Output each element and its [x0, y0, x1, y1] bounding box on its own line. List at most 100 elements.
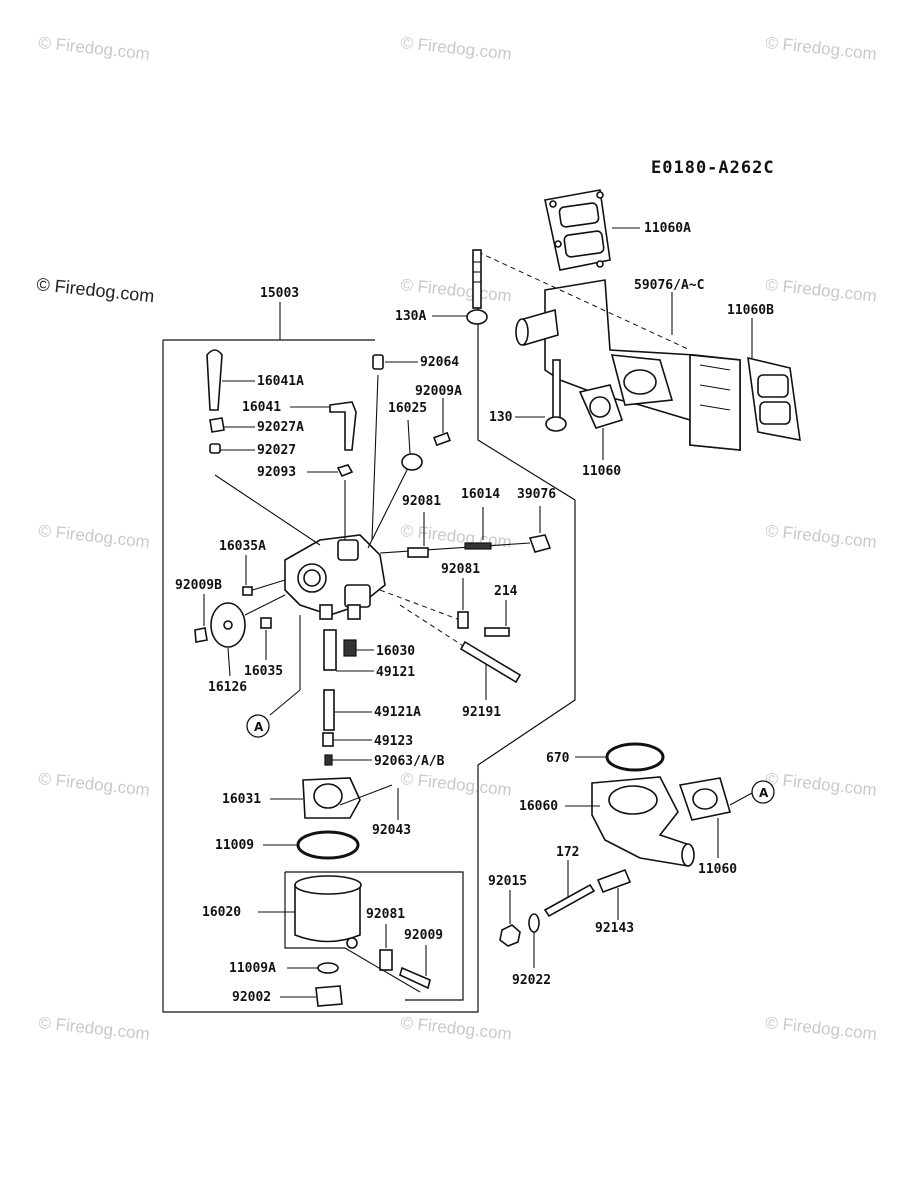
assembly-line	[367, 459, 413, 549]
carburetor-boss	[337, 539, 359, 561]
label-49123: 49123	[374, 734, 413, 749]
nut-92015	[499, 924, 521, 947]
label-16041: 16041	[242, 400, 281, 415]
washer-11009a	[317, 962, 339, 974]
callout-a-label: A	[759, 786, 769, 800]
carburetor-boss	[344, 584, 371, 608]
watermark: © Firedog.com	[36, 274, 156, 306]
screw-16014	[464, 542, 492, 550]
tube-49121a	[323, 689, 335, 731]
screw-16035	[260, 617, 272, 629]
gasket-hole	[549, 200, 557, 208]
bolt-130	[552, 359, 561, 421]
spacer-92143	[596, 868, 632, 894]
label-92027a: 92027A	[257, 420, 304, 435]
pipe-port	[608, 785, 658, 815]
watermark: © Firedog.com	[765, 1013, 878, 1044]
label-11060: 11060	[698, 862, 737, 877]
bolt-130a	[472, 249, 482, 309]
gasket-hole	[596, 260, 604, 268]
watermark: © Firedog.com	[400, 1013, 513, 1044]
assembly-line	[244, 594, 286, 616]
assembly-line	[379, 589, 461, 621]
gasket-port	[558, 202, 600, 228]
watermark: © Firedog.com	[400, 769, 513, 800]
label-92002: 92002	[232, 990, 271, 1005]
label-92027: 92027	[257, 443, 296, 458]
gasket-port	[563, 230, 605, 258]
label-11060b: 11060B	[727, 303, 774, 318]
label-16060: 16060	[519, 799, 558, 814]
label-39076: 39076	[517, 487, 556, 502]
diagram-code: E0180-A262C	[651, 158, 775, 178]
bowl-rim	[294, 875, 362, 895]
label-92081: 92081	[402, 494, 441, 509]
boot-92027a	[209, 417, 225, 433]
gasket-hole	[554, 240, 562, 248]
label-92063: 92063/A/B	[374, 754, 445, 769]
intake-pipe-group	[499, 742, 753, 968]
label-92093: 92093	[257, 465, 296, 480]
watermark: © Firedog.com	[400, 33, 513, 64]
label-16014: 16014	[461, 487, 500, 502]
float-bowl-box	[284, 871, 464, 1001]
label-16025: 16025	[388, 401, 427, 416]
watermark: © Firedog.com	[765, 33, 878, 64]
watermark: © Firedog.com	[765, 521, 878, 552]
nut-92093	[336, 464, 354, 478]
gasket-port	[692, 788, 718, 810]
label-11060: 11060	[582, 464, 621, 479]
assembly-line	[477, 251, 691, 351]
label-214: 214	[494, 584, 518, 599]
watermark: © Firedog.com	[400, 521, 513, 552]
assembly-line	[399, 604, 509, 676]
float-detail	[313, 783, 343, 809]
carburetor-boss	[319, 604, 333, 620]
plug-92064	[372, 354, 384, 370]
gasket-11060b	[747, 356, 801, 441]
label-92009b: 92009B	[175, 578, 222, 593]
label-130a: 130A	[395, 309, 426, 324]
label-16035a: 16035A	[219, 539, 266, 554]
stud-172	[543, 883, 596, 918]
label-92022: 92022	[512, 973, 551, 988]
label-92143: 92143	[595, 921, 634, 936]
assembly-line	[729, 792, 753, 806]
label-49121: 49121	[376, 665, 415, 680]
oring-11009	[296, 830, 360, 860]
insulator-port	[623, 369, 657, 395]
label-59076: 59076/A~C	[634, 278, 704, 293]
spring-92081	[457, 611, 469, 629]
callout-a-label: A	[254, 720, 264, 734]
label-16035: 16035	[244, 664, 283, 679]
float-parts	[258, 777, 431, 1007]
assembly-line	[379, 542, 531, 554]
bolt-head	[466, 309, 488, 325]
tube-49121	[323, 629, 337, 671]
label-16041a: 16041A	[257, 374, 304, 389]
screw-16035a	[242, 586, 253, 596]
label-16031: 16031	[222, 792, 261, 807]
gasket-hole	[596, 191, 604, 199]
washer-92022	[528, 913, 540, 933]
part-49123	[322, 732, 334, 747]
watermark: © Firedog.com	[765, 769, 878, 800]
label-670: 670	[546, 751, 570, 766]
watermark: © Firedog.com	[38, 521, 151, 552]
label-11009: 11009	[215, 838, 254, 853]
label-16030: 16030	[376, 644, 415, 659]
jet-16030	[343, 639, 357, 657]
linkage-parts	[194, 349, 552, 766]
screw-92009a	[433, 431, 451, 447]
bowl-screw-boss	[346, 937, 358, 949]
label-172: 172	[556, 845, 579, 860]
label-92191: 92191	[462, 705, 501, 720]
label-92081: 92081	[441, 562, 480, 577]
assembly-line	[214, 474, 321, 546]
oring-670	[605, 742, 665, 772]
plate-16025	[401, 453, 423, 471]
lever-16041a	[206, 349, 223, 411]
label-92009: 92009	[404, 928, 443, 943]
label-92064: 92064	[420, 355, 459, 370]
